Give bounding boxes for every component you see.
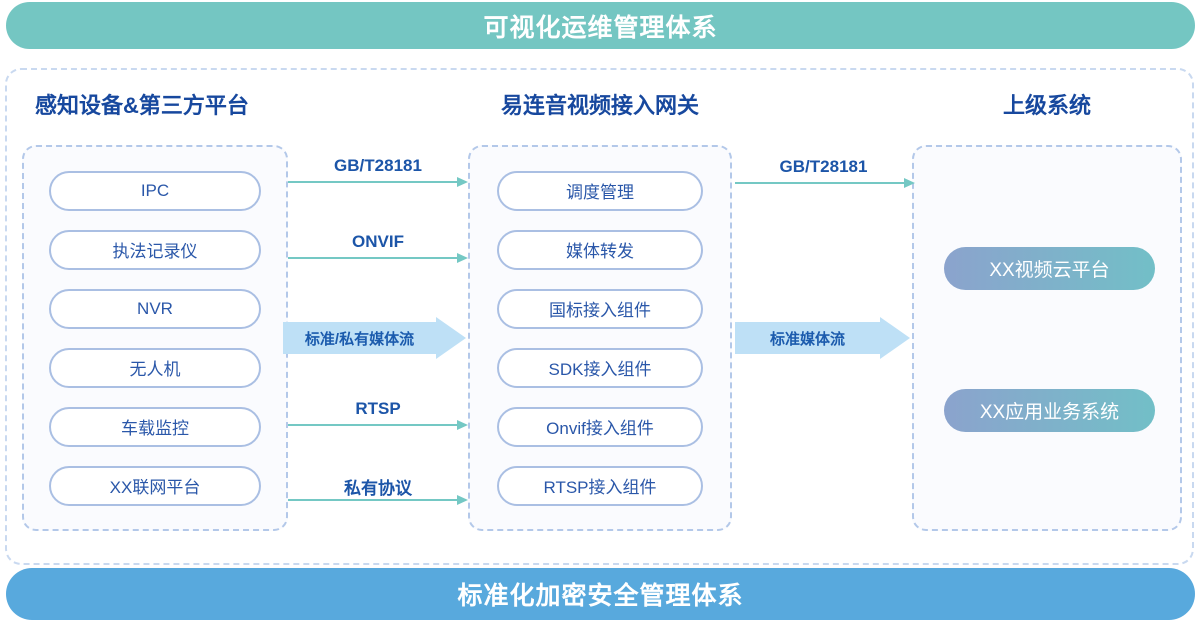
gateway-pill-onvif-access: Onvif接入组件 — [497, 406, 703, 447]
upper-pill-business-system: XX应用业务系统 — [944, 389, 1155, 432]
flow-arrow-gbt28181 — [288, 177, 468, 187]
devices-pill-stack: IPC 执法记录仪 NVR 无人机 车载监控 XX联网平台 — [24, 147, 286, 529]
flow-arrow-gbt28181-out — [735, 178, 915, 188]
device-pill-vehicle-monitor: 车载监控 — [49, 406, 261, 447]
gateway-pill-dispatch: 调度管理 — [497, 170, 703, 211]
bottom-banner: 标准化加密安全管理体系 — [6, 568, 1195, 620]
gateway-to-upper-flows: GB/T28181 标准媒体流 — [735, 145, 915, 531]
device-pill-drone: 无人机 — [49, 347, 261, 388]
flow-thick-arrowhead-standard-media — [880, 317, 910, 359]
device-pill-network-platform: XX联网平台 — [49, 465, 261, 506]
top-banner: 可视化运维管理体系 — [6, 2, 1195, 49]
flow-label-private-protocol: 私有协议 — [344, 479, 412, 498]
gateway-pill-stack: 调度管理 媒体转发 国标接入组件 SDK接入组件 Onvif接入组件 RTSP接… — [470, 147, 730, 529]
flow-arrow-onvif — [288, 253, 468, 263]
bottom-banner-label: 标准化加密安全管理体系 — [457, 582, 744, 610]
flow-label-rtsp: RTSP — [355, 399, 401, 418]
flow-thick-arrow-standard-media: 标准媒体流 — [735, 322, 880, 354]
flow-label-onvif: ONVIF — [352, 232, 404, 251]
devices-panel: IPC 执法记录仪 NVR 无人机 车载监控 XX联网平台 — [22, 145, 288, 531]
top-banner-label: 可视化运维管理体系 — [483, 13, 718, 42]
flow-thick-arrowhead-media-stream — [436, 317, 466, 359]
gateway-pill-sdk-access: SDK接入组件 — [497, 347, 703, 388]
upper-column-title: 上级系统 — [1002, 93, 1091, 118]
flow-arrow-rtsp — [288, 420, 468, 430]
upper-pill-video-cloud: XX视频云平台 — [944, 247, 1155, 290]
device-pill-nvr: NVR — [49, 288, 261, 329]
device-pill-ipc: IPC — [49, 170, 261, 211]
upper-panel: XX视频云平台 XX应用业务系统 — [912, 145, 1182, 531]
gateway-pill-media-forward: 媒体转发 — [497, 229, 703, 270]
gateway-pill-gb-access: 国标接入组件 — [497, 288, 703, 329]
flow-label-gbt28181-out: GB/T28181 — [779, 157, 868, 176]
gateway-column-title: 易连音视频接入网关 — [500, 93, 699, 118]
devices-to-gateway-flows: GB/T28181 ONVIF 标准/私有媒体流 RTSP 私有协议 — [283, 145, 468, 531]
gateway-pill-rtsp-access: RTSP接入组件 — [497, 465, 703, 506]
gateway-panel: 调度管理 媒体转发 国标接入组件 SDK接入组件 Onvif接入组件 RTSP接… — [468, 145, 732, 531]
devices-column-title: 感知设备&第三方平台 — [35, 93, 249, 118]
flow-arrow-private-protocol — [288, 495, 468, 505]
flow-thick-arrow-media-stream: 标准/私有媒体流 — [283, 322, 436, 354]
flow-label-gbt28181: GB/T28181 — [334, 156, 422, 175]
device-pill-body-camera: 执法记录仪 — [49, 229, 261, 270]
